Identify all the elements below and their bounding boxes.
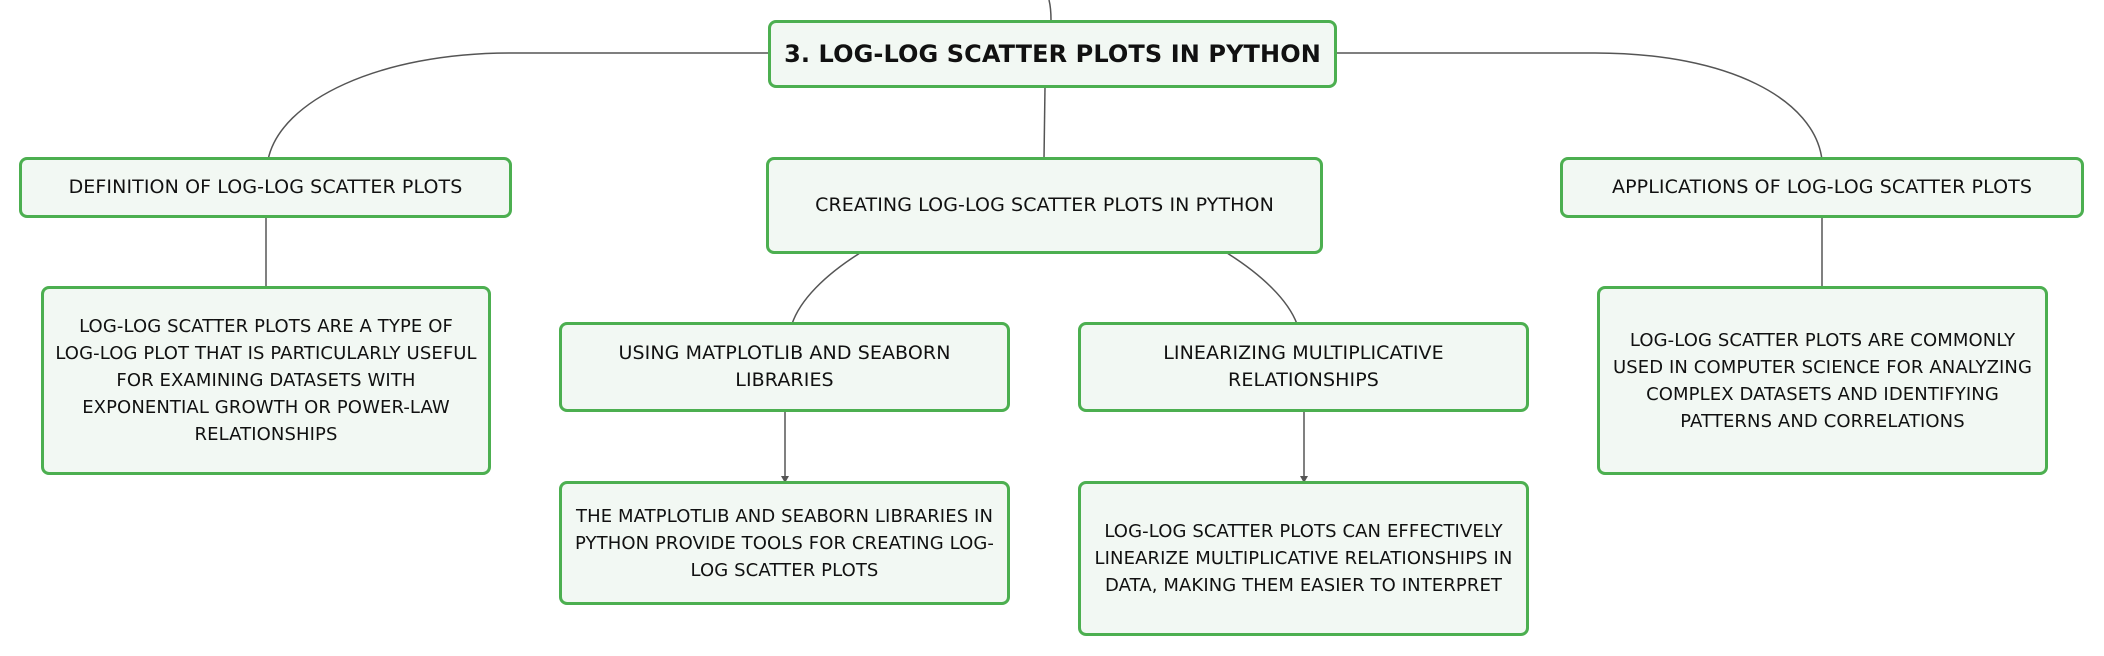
- subtopic-libraries-label: USING MATPLOTLIB AND SEABORN LIBRARIES: [618, 342, 951, 391]
- linearizing-detail-text: LOG-LOG SCATTER PLOTS CAN EFFECTIVELY LI…: [1094, 521, 1513, 596]
- connector-root-to-definition: [267, 52, 768, 161]
- subtopic-linearizing-label: LINEARIZING MULTIPLICATIVE RELATIONSHIPS: [1163, 342, 1444, 391]
- libraries-detail[interactable]: THE MATPLOTLIB AND SEABORN LIBRARIES IN …: [559, 481, 1010, 605]
- branch-creating-label: CREATING LOG-LOG SCATTER PLOTS IN PYTHON: [815, 194, 1274, 216]
- arrowhead-libraries-detail: [781, 476, 789, 483]
- branch-applications[interactable]: APPLICATIONS OF LOG-LOG SCATTER PLOTS: [1560, 157, 2084, 218]
- applications-detail-text: LOG-LOG SCATTER PLOTS ARE COMMONLY USED …: [1612, 329, 2033, 432]
- branch-applications-label: APPLICATIONS OF LOG-LOG SCATTER PLOTS: [1611, 176, 2033, 198]
- branch-creating[interactable]: CREATING LOG-LOG SCATTER PLOTS IN PYTHON: [766, 157, 1323, 254]
- linearizing-detail[interactable]: LOG-LOG SCATTER PLOTS CAN EFFECTIVELY LI…: [1078, 481, 1529, 636]
- connector-creating-to-linearizing: [1226, 252, 1298, 325]
- connector-parent-to-root: [1048, 0, 1052, 21]
- branch-definition[interactable]: DEFINITION OF LOG-LOG SCATTER PLOTS: [19, 157, 512, 218]
- root-topic-label: 3. LOG-LOG SCATTER PLOTS IN PYTHON: [784, 39, 1321, 68]
- root-topic[interactable]: 3. LOG-LOG SCATTER PLOTS IN PYTHON: [768, 20, 1337, 88]
- definition-detail[interactable]: LOG-LOG SCATTER PLOTS ARE A TYPE OF LOG-…: [41, 286, 491, 475]
- connector-creating-to-libraries: [791, 252, 861, 325]
- connector-root-to-creating: [1043, 86, 1046, 160]
- definition-detail-text: LOG-LOG SCATTER PLOTS ARE A TYPE OF LOG-…: [55, 316, 477, 445]
- applications-detail[interactable]: LOG-LOG SCATTER PLOTS ARE COMMONLY USED …: [1597, 286, 2048, 475]
- libraries-detail-text: THE MATPLOTLIB AND SEABORN LIBRARIES IN …: [575, 505, 994, 581]
- branch-definition-label: DEFINITION OF LOG-LOG SCATTER PLOTS: [68, 176, 463, 198]
- subtopic-libraries[interactable]: USING MATPLOTLIB AND SEABORN LIBRARIES: [559, 322, 1010, 412]
- connector-root-to-applications: [1337, 52, 1823, 161]
- arrowhead-linearizing-detail: [1300, 476, 1308, 483]
- subtopic-linearizing[interactable]: LINEARIZING MULTIPLICATIVE RELATIONSHIPS: [1078, 322, 1529, 412]
